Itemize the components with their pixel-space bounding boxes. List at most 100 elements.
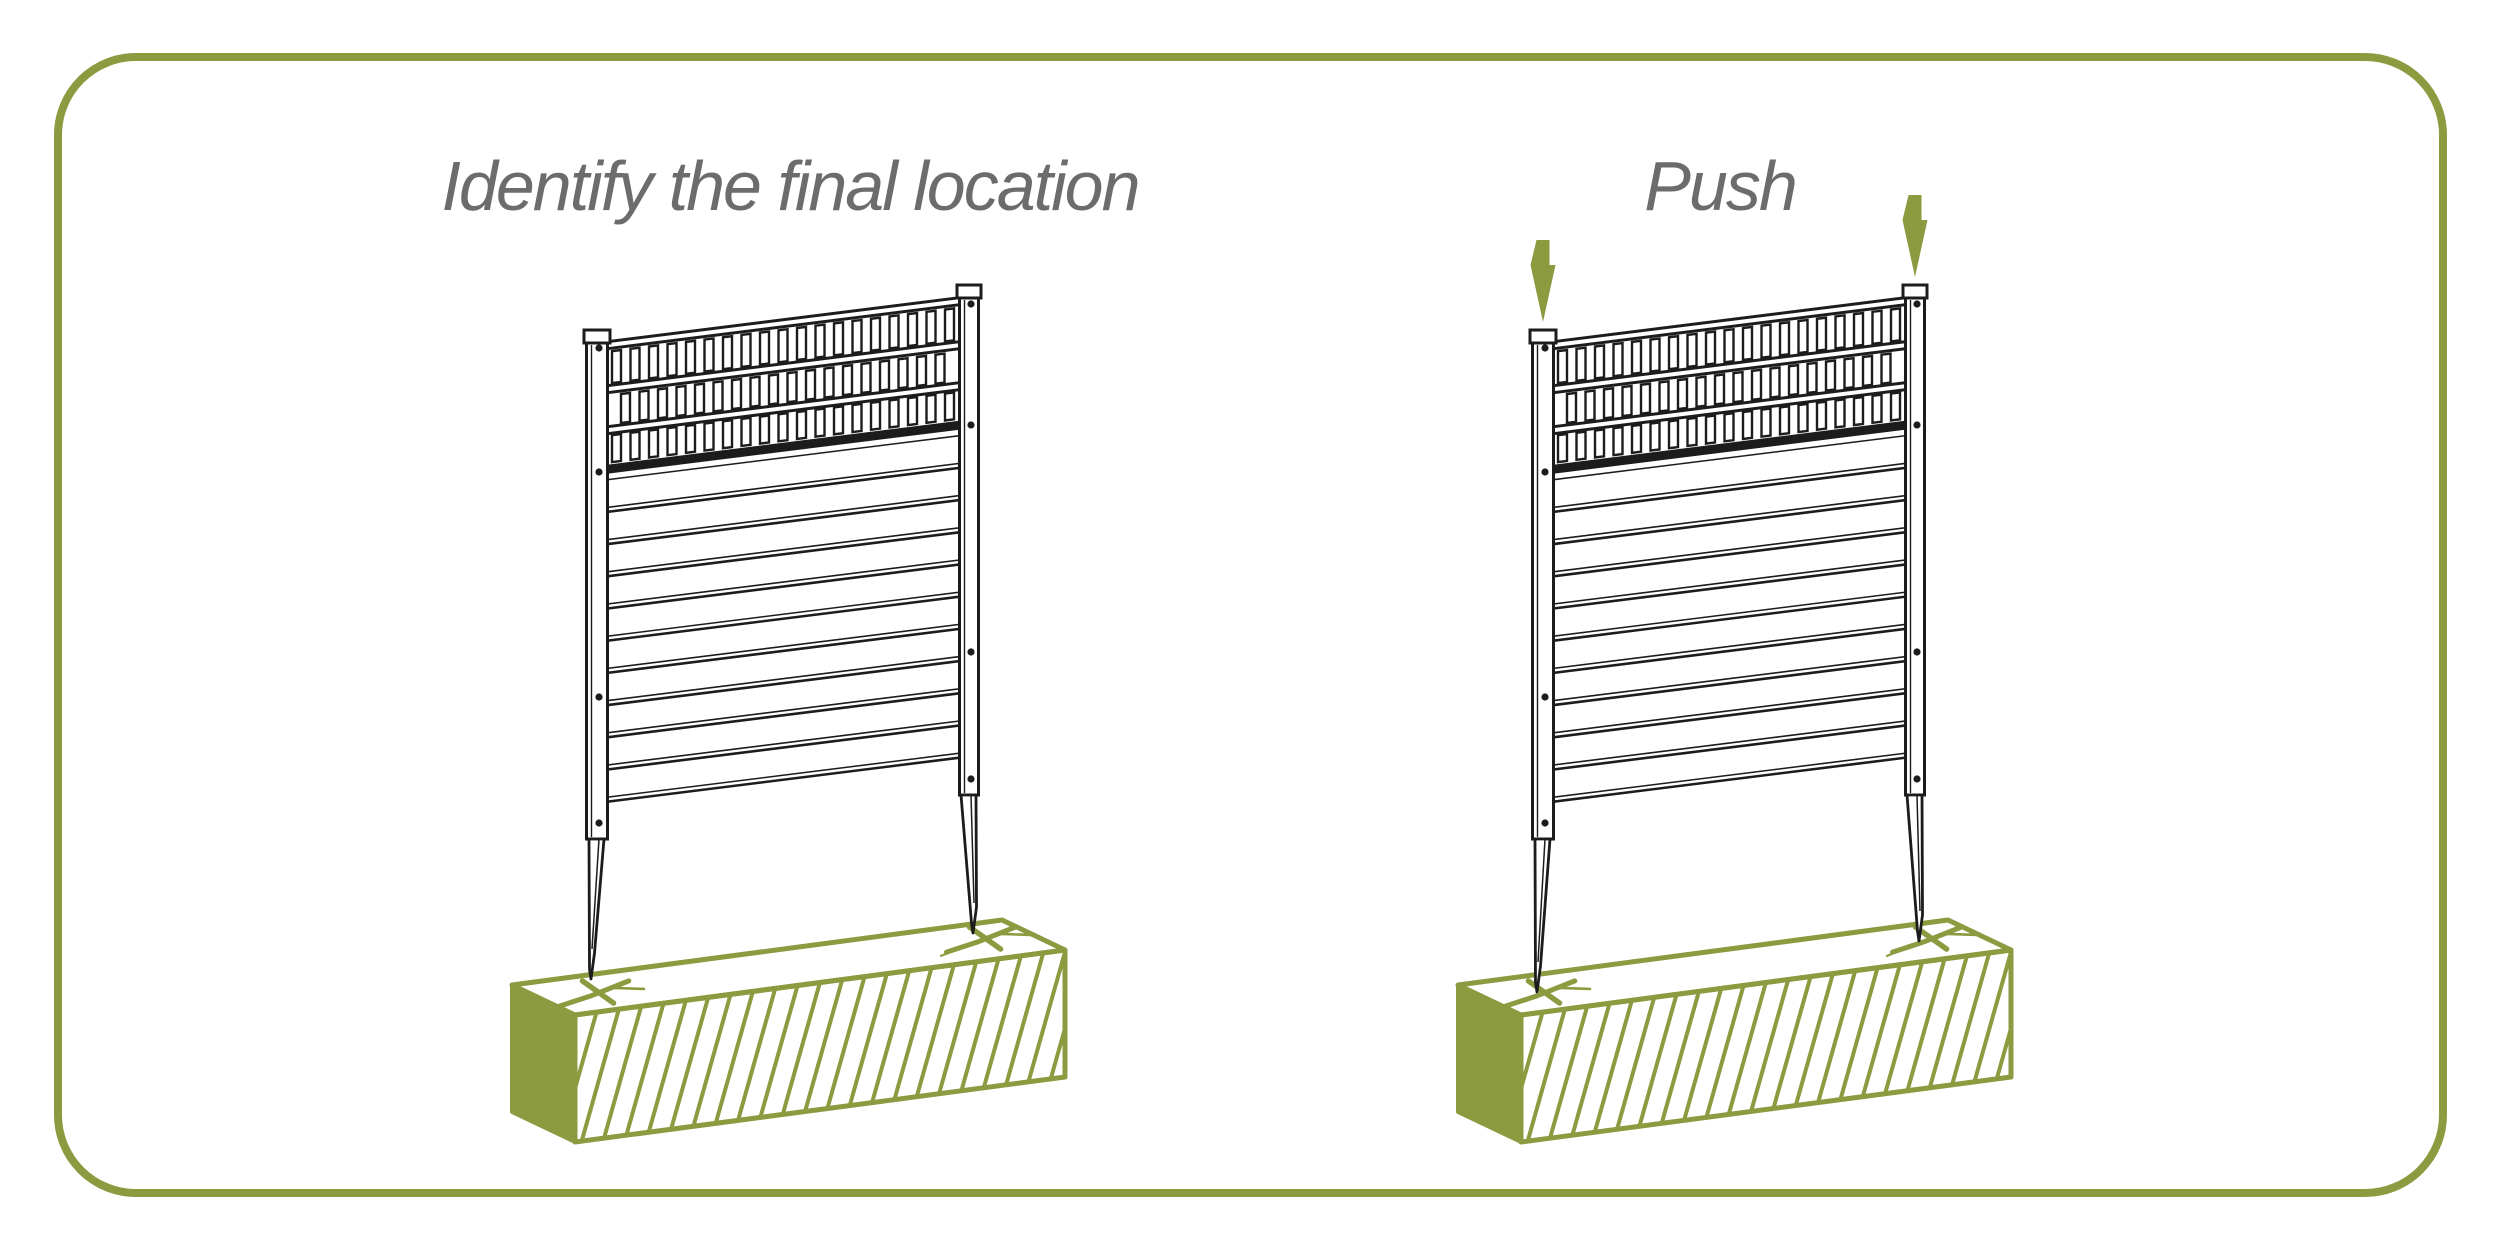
trellis-slat: [740, 416, 752, 448]
placement-x-mark: [552, 978, 646, 1012]
trellis-slat: [703, 337, 715, 373]
trellis-slat: [1880, 352, 1892, 386]
ground-base-box: [509, 917, 1068, 1145]
post-hole: [1913, 421, 1921, 429]
trellis-slat: [915, 354, 928, 388]
push-arrow-icon: [1530, 240, 1556, 322]
trellis-slat: [693, 382, 706, 416]
trellis-slat: [1824, 359, 1837, 392]
ground-stake: [959, 793, 978, 935]
trellis-slat: [647, 428, 660, 459]
trellis-slat: [721, 418, 734, 450]
trellis-slat: [832, 404, 845, 436]
trellis-slat: [758, 330, 771, 366]
trellis-slat: [851, 318, 863, 355]
post-hole: [595, 819, 603, 827]
trellis-slat: [638, 389, 650, 423]
fence-panel-illustration: [1528, 283, 1929, 994]
trellis-slat: [777, 327, 789, 364]
trellis-slat: [1630, 339, 1643, 376]
trellis-slat: [1565, 391, 1578, 425]
box-front-face: [1518, 947, 2014, 1145]
trellis-slat: [906, 395, 919, 427]
trellis-slat: [906, 311, 919, 348]
post-hole: [967, 421, 975, 429]
trellis-slat: [795, 409, 808, 441]
trellis-slat: [1649, 337, 1661, 373]
box-front-face: [572, 947, 1068, 1145]
post-hole: [1541, 693, 1549, 701]
trellis-slat: [1575, 346, 1587, 383]
trellis-slat: [740, 332, 752, 369]
trellis-slat: [1686, 332, 1698, 369]
trellis-slat: [1750, 368, 1763, 402]
trellis-slat: [1843, 356, 1855, 390]
trellis-slat: [1602, 386, 1615, 420]
trellis-slat: [1649, 421, 1661, 452]
trellis-slat: [869, 316, 882, 353]
step2-title: Push: [1644, 147, 1796, 225]
fence-post: [585, 340, 609, 841]
trellis-slat: [610, 348, 623, 385]
trellis-slat: [1760, 407, 1772, 439]
post-hole: [967, 775, 975, 783]
trellis-slat: [1741, 409, 1754, 441]
trellis-slat: [629, 346, 641, 383]
trellis-slat: [786, 370, 798, 404]
trellis-slat: [888, 397, 900, 429]
trellis-slat: [804, 368, 817, 402]
fence-post-cap: [1901, 283, 1929, 300]
trellis-slat: [1815, 400, 1828, 432]
trellis-slat: [1630, 423, 1643, 455]
trellis-slat: [925, 393, 937, 425]
trellis-slat: [1778, 404, 1791, 436]
trellis-slat: [1871, 309, 1883, 346]
trellis-slat: [1575, 430, 1587, 462]
trellis-slat: [1852, 311, 1865, 348]
trellis-slat: [1769, 366, 1781, 399]
trellis-slat: [869, 400, 882, 432]
trellis-slat: [730, 377, 743, 411]
trellis-slat: [1760, 323, 1772, 360]
trellis-slat: [925, 309, 937, 346]
trellis-slat: [1667, 334, 1680, 371]
trellis-slat: [1667, 418, 1680, 450]
trellis-bottom-rail: [1532, 418, 1925, 477]
trellis-slat: [1732, 370, 1744, 404]
trellis-slat: [1676, 377, 1689, 411]
fence-post-cap: [1528, 328, 1558, 345]
trellis-slat: [703, 421, 715, 452]
fence-post: [958, 295, 980, 797]
trellis-slat: [758, 414, 771, 445]
trellis-slat: [1797, 402, 1809, 434]
illustrations: [509, 195, 2014, 1145]
trellis-slat: [1723, 411, 1735, 443]
trellis-slat: [1723, 327, 1735, 364]
trellis-slat: [795, 325, 808, 362]
placement-x-mark: [1498, 978, 1592, 1012]
trellis-slat: [777, 411, 789, 443]
trellis-slat: [1704, 330, 1717, 366]
trellis-slat: [619, 391, 632, 425]
trellis-bottom-rail: [586, 418, 979, 477]
trellis-slat: [1556, 348, 1569, 385]
trellis-slat: [1713, 373, 1726, 406]
fence-post-cap: [955, 283, 983, 300]
trellis-slat: [684, 339, 697, 376]
post-hole: [1541, 819, 1549, 827]
trellis-slat: [1741, 325, 1754, 362]
trellis-slat: [851, 402, 863, 434]
step-panel-1: [509, 283, 1068, 1145]
trellis-slat: [1889, 307, 1902, 343]
post-hole: [1541, 468, 1549, 476]
trellis-slat: [814, 323, 826, 360]
trellis-slat: [1686, 416, 1698, 448]
fence-panel-illustration: [582, 283, 983, 981]
push-arrow-icon: [1902, 195, 1928, 277]
trellis-slat: [675, 384, 687, 418]
post-hole: [967, 300, 975, 308]
trellis-slat: [749, 375, 761, 409]
frame-border: [54, 53, 2447, 1197]
trellis-slat: [1834, 397, 1846, 429]
trellis-slat: [1871, 393, 1883, 425]
